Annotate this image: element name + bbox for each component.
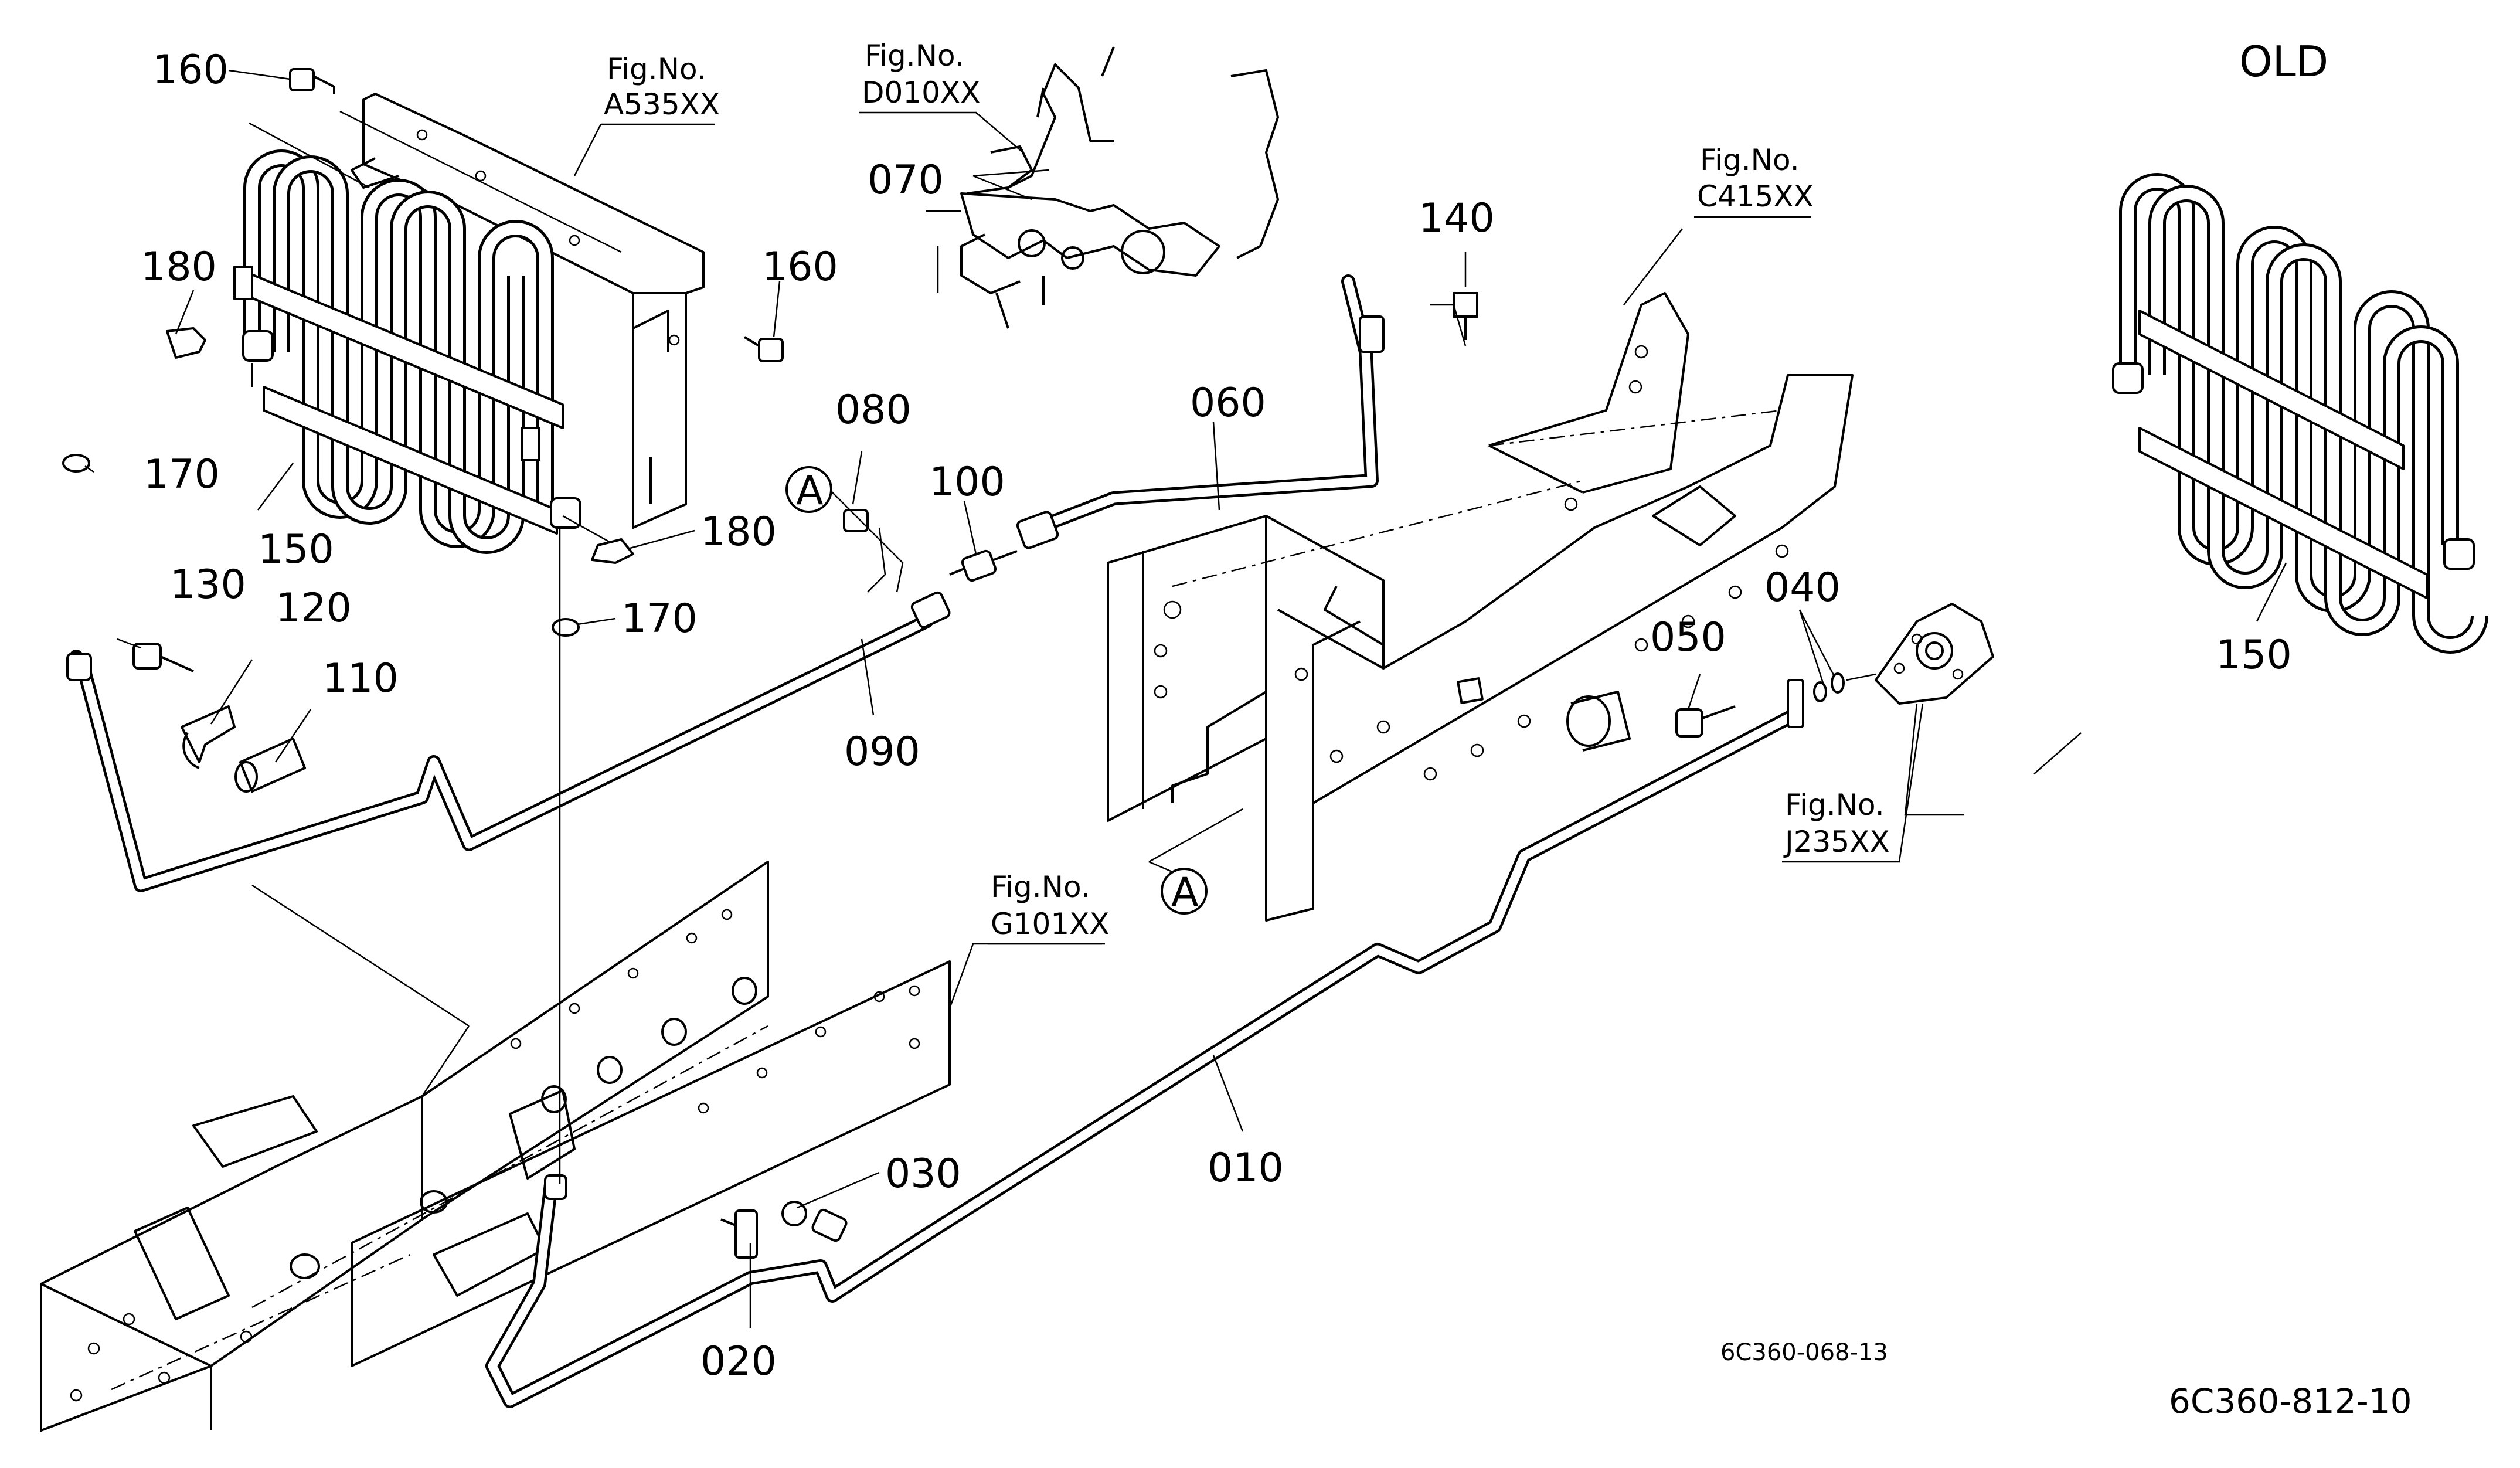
callout-060: 060 [1190, 380, 1266, 426]
clip-180-bottom [591, 538, 634, 564]
fig-c415-label: Fig.No. [1700, 143, 1800, 177]
pipe-010 [485, 679, 1804, 1408]
callout-050: 050 [1650, 614, 1726, 661]
bolt-030 [781, 1201, 848, 1242]
svg-text:A: A [1171, 869, 1199, 916]
callout-160-top: 160 [152, 47, 229, 93]
ref-a-lower-leader [1148, 808, 1243, 881]
fig-a535-underline [573, 123, 715, 176]
fig-j235-code: J235XX [1783, 825, 1890, 859]
o-ring-170-mid [552, 618, 580, 637]
clip-180-top [166, 327, 206, 359]
fitting-080 [843, 509, 886, 593]
fig-g101-label: Fig.No. [991, 870, 1090, 904]
callout-180-bottom: 180 [700, 509, 777, 555]
fig-d010-underline [859, 111, 1023, 153]
fitting-100 [949, 549, 1018, 582]
engine-pump-d010 [926, 46, 1279, 329]
callout-100: 100 [929, 459, 1005, 505]
fig-j235-underline [1782, 703, 1924, 863]
callout-120: 120 [276, 585, 352, 631]
leader-lines [84, 69, 2287, 1328]
callout-170-mid: 170 [621, 596, 698, 642]
main-frame-c415 [1107, 228, 1854, 922]
svg-text:A: A [796, 468, 824, 514]
callout-090: 090 [844, 729, 920, 775]
callout-140: 140 [1419, 195, 1495, 242]
lower-frame-g101 [40, 861, 1102, 1432]
frame-bosses [70, 909, 920, 1402]
drawing-code-outer: 6C360-812-10 [2169, 1381, 2412, 1421]
bolt-160-top [289, 68, 335, 94]
fig-d010-code: D010XX [862, 76, 980, 110]
callout-020: 020 [700, 1338, 777, 1385]
callout-150: 150 [258, 526, 334, 573]
drawing-code-inner: 6C360-068-13 [1720, 1339, 1888, 1366]
clamp-120 [181, 705, 236, 769]
fitting-050 [1675, 705, 1736, 738]
callout-010: 010 [1208, 1145, 1284, 1191]
frame-holes [1154, 345, 1789, 781]
callout-170-left: 170 [144, 451, 220, 498]
ref-a-upper-leader [831, 491, 904, 593]
callout-150-old: 150 [2216, 632, 2292, 678]
callout-070: 070 [868, 157, 944, 203]
callout-030: 030 [885, 1151, 961, 1197]
callout-180-top: 180 [141, 244, 217, 290]
fig-a535-code: A535XX [604, 87, 720, 121]
callout-080: 080 [835, 387, 912, 433]
bolt-130 [132, 643, 194, 672]
callout-110: 110 [322, 655, 399, 702]
old-oil-cooler [2112, 173, 2488, 654]
oil-cooler-assembly [233, 93, 705, 554]
callout-160-right: 160 [762, 244, 838, 290]
fig-c415-code: C415XX [1697, 179, 1814, 213]
fig-g101-code: G101XX [991, 907, 1110, 941]
fig-d010-label: Fig.No. [865, 39, 964, 73]
o-ring-170-left [62, 454, 90, 473]
bolt-160-right [743, 336, 784, 362]
ref-mark-a-upper: A [785, 466, 832, 514]
washers-040 [1813, 672, 1845, 702]
pipe-060 [1016, 274, 1385, 549]
callout-130: 130 [170, 562, 246, 608]
sleeve-110 [234, 738, 306, 793]
fig-j235-label: Fig.No. [1785, 788, 1885, 822]
fig-a535-label: Fig.No. [607, 52, 706, 86]
clamp-020 [720, 1209, 758, 1259]
pipe-090 [66, 591, 951, 892]
callout-040: 040 [1764, 565, 1841, 611]
fitting-140 [1430, 292, 1478, 346]
ref-mark-a-lower: A [1161, 868, 1208, 916]
old-title: OLD [2239, 37, 2328, 86]
filter-head-j235 [1846, 603, 1994, 705]
